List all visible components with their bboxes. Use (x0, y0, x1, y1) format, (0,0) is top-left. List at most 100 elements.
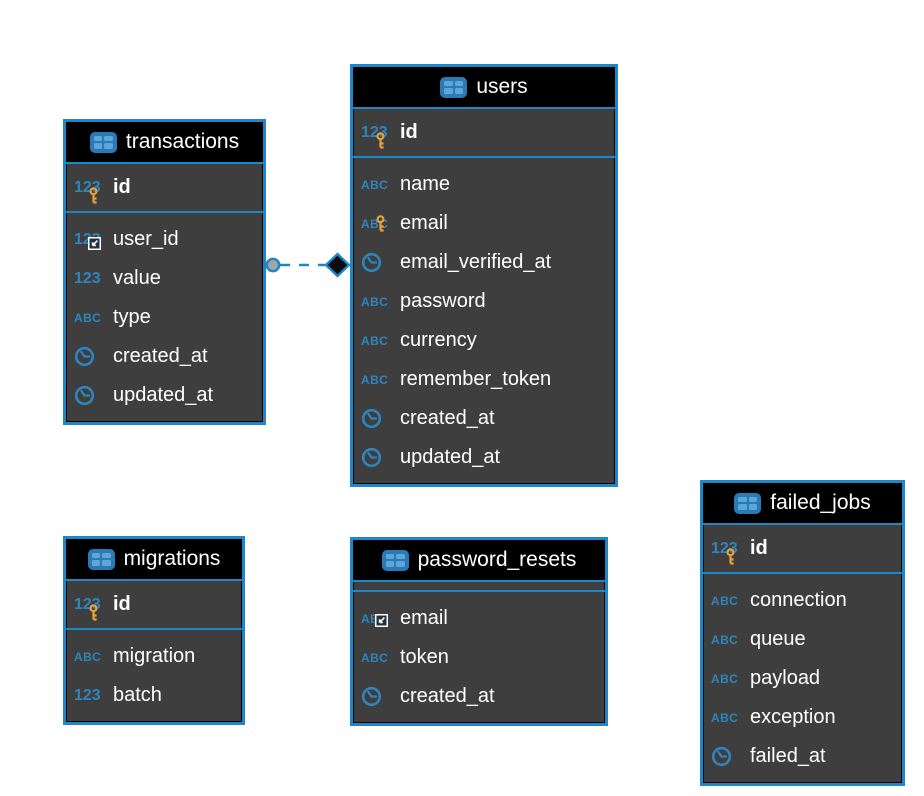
foreign-key-icon (88, 236, 101, 250)
column-name: user_id (113, 228, 179, 250)
column-type-icon-wrap: ABC (361, 652, 393, 664)
column-row-connection[interactable]: ABC connection (711, 581, 894, 620)
number-type-icon: 123 (74, 686, 101, 704)
column-type-icon-wrap: 123 (74, 595, 106, 621)
table-transactions[interactable]: transactions 123 id 123 user_id 123 valu… (63, 119, 266, 425)
primary-key-section (353, 582, 605, 592)
table-header[interactable]: migrations (66, 539, 242, 581)
primary-key-section: 123 id (703, 525, 902, 574)
column-row-created_at[interactable]: created_at (361, 399, 607, 438)
column-type-icon-wrap: ABC (361, 214, 393, 232)
table-icon (734, 492, 762, 514)
key-badge (88, 186, 99, 204)
text-type-icon: ABC (361, 294, 389, 309)
table-title: failed_jobs (770, 491, 871, 514)
datetime-type-icon (74, 385, 95, 406)
column-type-icon-wrap: 123 (74, 178, 106, 204)
column-name: currency (400, 329, 477, 351)
text-type-icon: ABC (361, 372, 389, 387)
table-failed_jobs[interactable]: failed_jobs 123 id ABC connection ABC qu… (700, 480, 905, 786)
column-row-token[interactable]: ABC token (361, 638, 597, 677)
column-row-payload[interactable]: ABC payload (711, 659, 894, 698)
text-type-icon: ABC (361, 650, 389, 665)
relationship-diamond-end (324, 252, 351, 278)
column-row-batch[interactable]: 123 batch (74, 676, 234, 715)
column-name: queue (750, 628, 806, 650)
column-row-id[interactable]: 123 id (711, 533, 894, 565)
column-name: id (400, 121, 418, 143)
column-row-email_verified_at[interactable]: email_verified_at (361, 243, 607, 282)
relationship-transactions-users[interactable] (260, 247, 352, 283)
number-type-icon: 123 (74, 269, 101, 287)
text-type-icon: ABC (361, 177, 389, 192)
column-row-id[interactable]: 123 id (74, 172, 255, 204)
column-row-type[interactable]: ABC type (74, 298, 255, 337)
column-row-user_id[interactable]: 123 user_id (74, 220, 255, 259)
text-type-icon: ABC (74, 310, 102, 325)
text-type-icon: ABC (711, 632, 739, 647)
column-name: created_at (400, 685, 495, 707)
column-name: id (113, 593, 131, 615)
column-row-created_at[interactable]: created_at (74, 337, 255, 376)
column-type-icon-wrap: 123 (74, 231, 106, 250)
columns-section: ABC migration 123 batch (66, 630, 242, 722)
column-row-email[interactable]: ABC email (361, 204, 607, 243)
column-name: created_at (113, 345, 208, 367)
column-row-currency[interactable]: ABC currency (361, 321, 607, 360)
table-header[interactable]: transactions (66, 122, 263, 164)
column-row-email[interactable]: ABC email (361, 599, 597, 638)
key-badge (88, 603, 99, 621)
column-row-migration[interactable]: ABC migration (74, 637, 234, 676)
key-badge (375, 214, 386, 232)
column-row-id[interactable]: 123 id (74, 589, 234, 621)
column-row-remember_token[interactable]: ABC remember_token (361, 360, 607, 399)
table-header[interactable]: failed_jobs (703, 483, 902, 525)
text-type-icon: ABC (711, 593, 739, 608)
column-name: exception (750, 706, 836, 728)
text-type-icon: ABC (361, 333, 389, 348)
text-type-icon: ABC (711, 671, 739, 686)
column-name: failed_at (750, 745, 826, 767)
columns-section: ABC email ABC token created_at (353, 592, 605, 723)
table-header[interactable]: password_resets (353, 540, 605, 582)
column-type-icon-wrap: ABC (361, 296, 393, 308)
relationship-circle-end (265, 257, 281, 273)
table-header[interactable]: users (353, 67, 615, 109)
column-row-created_at[interactable]: created_at (361, 677, 597, 716)
column-type-icon-wrap: ABC (74, 312, 106, 324)
column-row-value[interactable]: 123 value (74, 259, 255, 298)
table-password_resets[interactable]: password_resets ABC email ABC token crea… (350, 537, 608, 726)
number-type-icon: 123 (361, 123, 388, 141)
number-type-icon: 123 (74, 178, 101, 196)
datetime-type-icon (361, 408, 382, 429)
table-icon (87, 548, 115, 570)
column-row-name[interactable]: ABC name (361, 165, 607, 204)
column-row-updated_at[interactable]: updated_at (361, 438, 607, 477)
column-row-exception[interactable]: ABC exception (711, 698, 894, 737)
table-migrations[interactable]: migrations 123 id ABC migration 123 batc… (63, 536, 245, 725)
primary-key-icon (726, 547, 735, 565)
text-type-icon: ABC (74, 649, 102, 664)
number-type-icon: 123 (74, 595, 101, 613)
ref-badge (88, 236, 101, 250)
column-name: name (400, 173, 451, 195)
column-name: created_at (400, 407, 495, 429)
column-name: payload (750, 667, 821, 689)
column-row-queue[interactable]: ABC queue (711, 620, 894, 659)
column-name: email_verified_at (400, 251, 552, 273)
primary-key-icon (376, 131, 385, 149)
text-type-icon: ABC (711, 710, 739, 725)
column-row-id[interactable]: 123 id (361, 117, 607, 149)
column-type-icon-wrap (361, 252, 393, 273)
column-row-failed_at[interactable]: failed_at (711, 737, 894, 776)
ref-badge (375, 613, 388, 627)
column-name: connection (750, 589, 847, 611)
column-type-icon-wrap (74, 385, 106, 406)
primary-key-section: 123 id (66, 581, 242, 630)
column-row-password[interactable]: ABC password (361, 282, 607, 321)
columns-section: ABC connection ABC queue ABC payload ABC… (703, 574, 902, 783)
datetime-type-icon (361, 252, 382, 273)
table-users[interactable]: users 123 id ABC name ABC email email_ve… (350, 64, 618, 487)
column-row-updated_at[interactable]: updated_at (74, 376, 255, 415)
